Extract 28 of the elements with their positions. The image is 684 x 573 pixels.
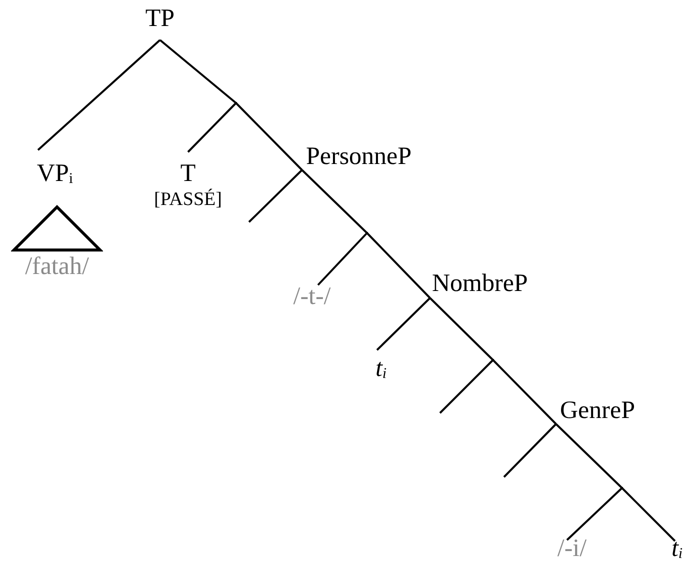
branch-line xyxy=(439,359,494,414)
branch-line xyxy=(248,169,303,223)
branch-line xyxy=(503,423,557,478)
branch-line xyxy=(187,102,237,153)
phrase-label: NombreP xyxy=(432,270,528,298)
morpheme-label: /-t-/ xyxy=(293,283,331,311)
phrase-label: VP$_{i}$ xyxy=(36,160,74,189)
morpheme-label: /-i/ xyxy=(557,535,587,563)
phrase-label: PersonneP xyxy=(306,143,412,171)
trace-label: t$_{i}$ xyxy=(375,355,387,384)
branch-line xyxy=(566,487,623,541)
branch-line xyxy=(366,232,431,299)
trace-label: t$_{i}$ xyxy=(671,535,683,564)
phrase-label: GenreP xyxy=(560,397,635,425)
phrase-label: TP xyxy=(145,5,175,33)
branch-line xyxy=(235,102,303,171)
branch-line xyxy=(301,169,368,234)
branch-line xyxy=(621,487,676,542)
branch-line xyxy=(159,39,237,104)
head-label: T xyxy=(179,160,197,188)
branch-line xyxy=(492,359,557,425)
feature-label: [PASSÉ] xyxy=(154,188,222,212)
branch-line xyxy=(376,297,431,351)
branch-line xyxy=(555,423,623,489)
morpheme-label: /fatah/ xyxy=(24,253,90,281)
branch-line xyxy=(317,232,368,286)
branch-line xyxy=(429,297,494,361)
branch-line xyxy=(37,39,161,151)
